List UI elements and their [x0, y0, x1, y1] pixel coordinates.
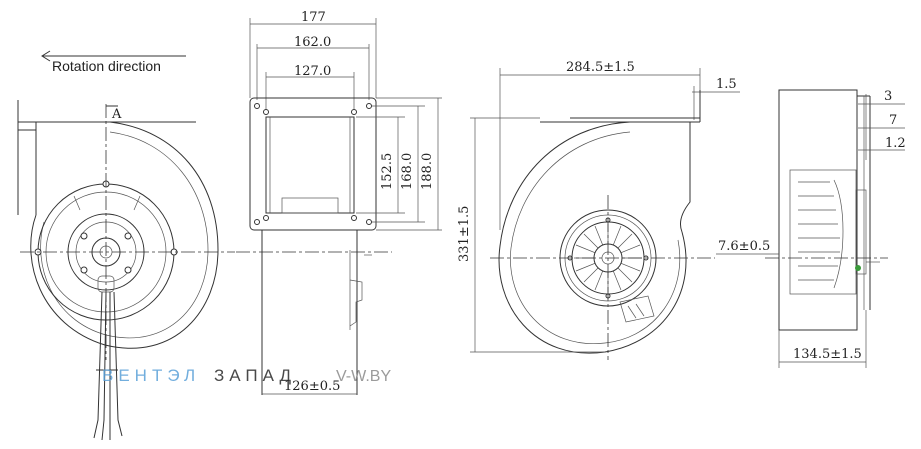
dim-188: 188.0: [420, 153, 435, 190]
wire-grommet: [619, 295, 655, 323]
inlet-housing: [498, 121, 687, 354]
outlet-opening: [265, 116, 355, 214]
section-mark: A: [111, 107, 122, 122]
inlet-view: 284.5±1.5 1.5: [457, 60, 740, 360]
dim-126: 126±0.5: [284, 379, 340, 394]
dim-134-5: 134.5±1.5: [793, 347, 862, 362]
watermark-part2: ЗАПАД: [214, 366, 296, 385]
ground-terminal-icon: [855, 265, 861, 271]
watermark-logo: ВЕНТЭЛ ЗАПАД V-W.BY: [102, 366, 391, 385]
flange-plate: [249, 97, 377, 231]
dim-177: 177: [301, 10, 326, 25]
lead-wires: [93, 291, 123, 441]
side-view: 3 7 1.2 7.6±0.5 134.5±1.5: [716, 89, 906, 368]
dim-1-5-flange: 1.5: [716, 77, 737, 92]
watermark-part1: ВЕНТЭЛ: [102, 366, 200, 385]
impeller-side: [789, 169, 857, 295]
dim-284-5: 284.5±1.5: [566, 60, 635, 75]
dim-331: 331±1.5: [457, 206, 472, 262]
dim-1-2: 1.2: [885, 136, 906, 151]
dim-7-6: 7.6±0.5: [718, 239, 770, 254]
dim-7: 7: [889, 113, 897, 128]
watermark-part3: V-W.BY: [336, 368, 391, 385]
dim-127: 127.0: [294, 64, 331, 79]
dim-3: 3: [884, 89, 892, 104]
dim-162: 162.0: [294, 35, 331, 50]
outlet-view: 177 162.0 127.0: [236, 10, 442, 395]
scroll-housing: [30, 121, 219, 349]
rotation-arrow-icon: [41, 50, 186, 62]
housing-side: [778, 89, 858, 331]
dim-152-5: 152.5: [380, 153, 395, 190]
rotation-direction-label: Rotation direction: [52, 58, 161, 74]
dim-168: 168.0: [400, 153, 415, 190]
front-view: Rotation direction A: [17, 50, 235, 441]
